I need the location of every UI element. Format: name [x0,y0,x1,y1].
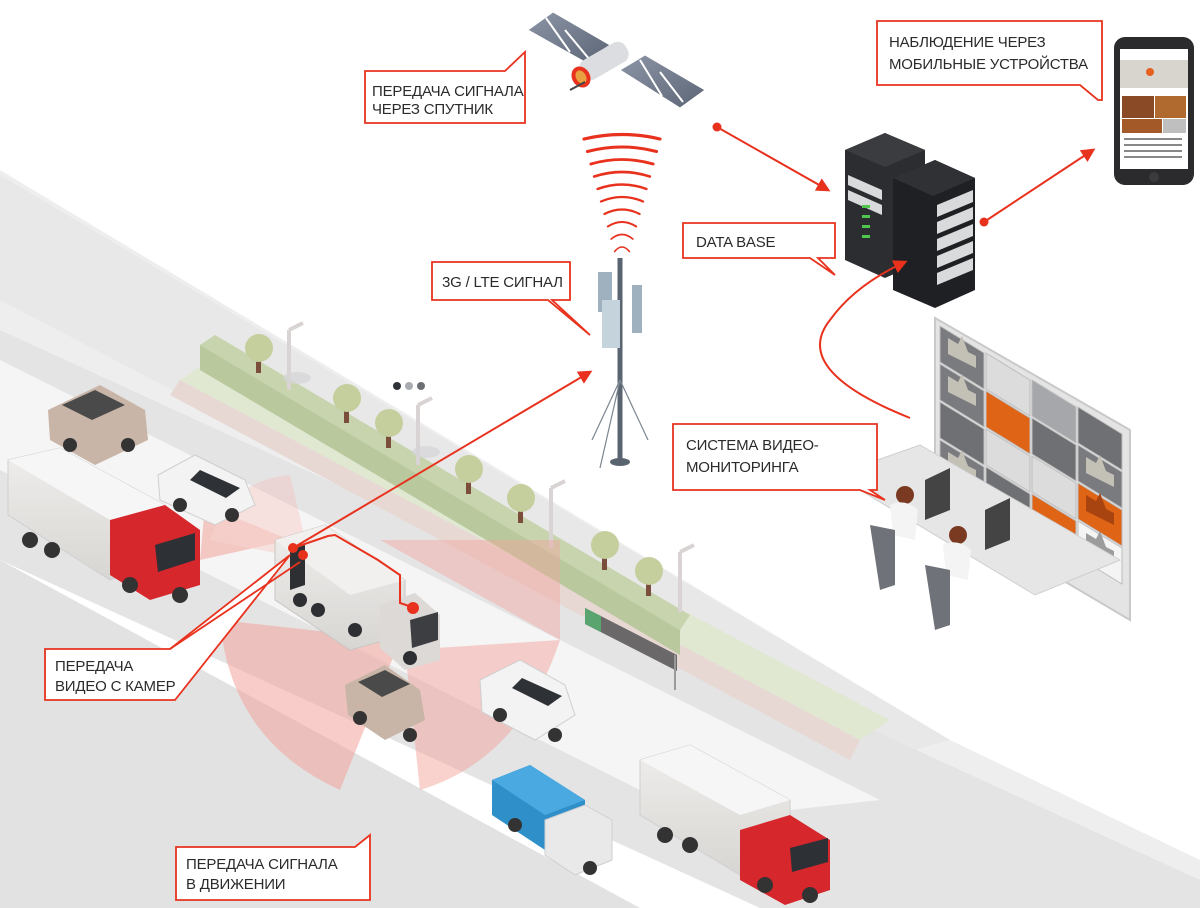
tree-icon [375,409,403,448]
link-truck-to-tower [289,370,593,552]
signal-wave-arc [599,195,645,203]
link-database-to-mobile [979,148,1096,227]
video-wall-tile [1031,455,1077,520]
indicator-dot [417,382,425,390]
car-icon [345,665,425,742]
garbage-truck-icon [492,765,613,876]
operator-icon [870,486,918,590]
link-satellite-to-database [712,122,831,192]
operator-icon [925,526,971,630]
road-indicator-dots [393,382,425,390]
tree-icon [507,484,535,523]
callout-monitoring-line1: СИСТЕМА ВИДЕО- [686,437,819,454]
median-trees [245,334,663,596]
callout-camera-video-line2: ВИДЕО С КАМЕР [55,678,176,695]
truck-icon [7,447,200,603]
video-wall-tile [985,352,1031,417]
tree-icon [333,384,361,423]
signal-wave-arc [603,208,641,216]
video-wall-tile [1031,379,1077,444]
connection-lines [289,122,1096,552]
median-strip [170,335,890,760]
truck-with-cameras [274,524,440,670]
monitoring-desk [833,444,1122,630]
callout-mobile-line2: МОБИЛЬНЫЕ УСТРОЙСТВА [889,55,1088,73]
signal-wave-arc [585,145,659,154]
callout-cell-signal-text: 3G / LTE СИГНАЛ [442,274,563,291]
video-wall-tile [939,401,985,466]
van-icon [479,659,576,742]
link-monitoring-to-database [819,260,911,419]
callout-monitoring: СИСТЕМА ВИДЕО- МОНИТОРИНГА [672,423,886,501]
video-wall-tile [1031,417,1077,482]
signal-wave-arc [606,221,638,228]
camera-feed-thumbnail [1086,455,1114,487]
signal-wave-arc [596,183,648,191]
signal-wave-arc [582,132,662,141]
callout-signal-in-motion: ПЕРЕДАЧА СИГНАЛА В ДВИЖЕНИИ [175,833,371,901]
video-wall-tile [985,390,1031,455]
signal-wave-arc [589,158,655,166]
camera-feed-thumbnail [948,374,976,406]
satellite-icon [527,11,706,109]
truck-icon [639,744,830,905]
signal-wave-arc [592,170,652,178]
callout-cell-signal: 3G / LTE СИГНАЛ [431,261,591,336]
callout-satellite-line2: ЧЕРЕЗ СПУТНИК [372,101,493,118]
lamp-icon [412,396,440,465]
lamp-icon [549,479,566,548]
tree-icon [635,557,663,596]
camera-dot [407,602,419,614]
callout-monitoring-line2: МОНИТОРИНГА [686,459,799,476]
callout-camera-video-line1: ПЕРЕДАЧА [55,658,133,675]
signal-wave-arc [613,246,631,253]
callout-mobile-line1: НАБЛЮДЕНИЕ ЧЕРЕЗ [889,34,1046,51]
smartphone-icon [1114,37,1194,185]
server-racks-icon [845,133,975,308]
lamp-icon [678,543,695,612]
tree-icon [591,531,619,570]
callout-signal-in-motion-line1: ПЕРЕДАЧА СИГНАЛА [186,856,338,873]
callout-signal-in-motion-line2: В ДВИЖЕНИИ [186,876,285,893]
street-lamps [283,321,695,612]
car-icon [48,385,148,465]
callout-camera-video: ПЕРЕДАЧА ВИДЕО С КАМЕР [44,554,301,701]
indicator-dot [393,382,401,390]
tree-icon [245,334,273,373]
indicator-dot [405,382,413,390]
lamp-icon [283,321,311,390]
video-wall-tile [985,428,1031,493]
callout-satellite: ПЕРЕДАЧА СИГНАЛА ЧЕРЕЗ СПУТНИК [364,49,526,124]
callout-satellite-line1: ПЕРЕДАЧА СИГНАЛА [372,83,524,100]
callout-mobile: НАБЛЮДЕНИЕ ЧЕРЕЗ МОБИЛЬНЫЕ УСТРОЙСТВА [876,20,1103,101]
callout-database: DATA BASE [682,222,836,276]
video-wall-tile [1077,406,1123,471]
tree-icon [455,455,483,494]
camera-dot [298,550,308,560]
van-icon [157,454,256,526]
cell-tower-icon [591,258,649,469]
callout-database-text: DATA BASE [696,234,776,251]
road-sign [585,608,677,690]
signal-wave-arc [610,233,634,240]
camera-feed-thumbnail [948,336,976,368]
camera-feed-thumbnail [1086,493,1114,525]
satellite-signal-waves [582,132,662,253]
